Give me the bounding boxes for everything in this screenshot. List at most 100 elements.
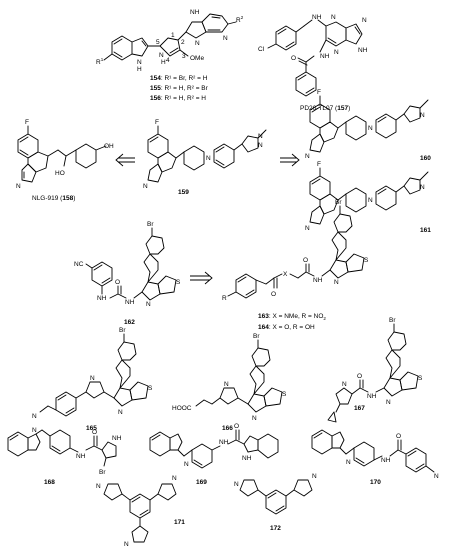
atom-O-167: O	[357, 373, 362, 380]
atom-NH-168: NH	[76, 453, 86, 460]
atom-NH-amide: NH	[320, 53, 330, 60]
arrow-158-159	[115, 153, 135, 167]
structure-163-164	[227, 205, 365, 299]
atom-N-purine-1: N	[331, 14, 336, 21]
ring-number-1: 1	[171, 32, 175, 39]
structure-168	[7, 429, 117, 467]
atom-N-165: N	[118, 409, 123, 416]
caption-163: 163: X = NMe, R = NO2	[258, 313, 326, 321]
atom-N-nitrile-165: N	[32, 413, 37, 420]
atom-N-methyl-159: N	[258, 133, 263, 140]
atom-Br-162: Br	[147, 221, 154, 228]
caption-157: PD26-TL07 (157)	[300, 105, 350, 112]
atom-NH-162b: NH	[125, 299, 135, 306]
atom-NH-indole: N	[137, 59, 142, 66]
atom-O-163a: O	[271, 291, 276, 298]
caption-162: 162	[124, 319, 135, 326]
caption-170: 170	[370, 479, 381, 486]
structure-172	[239, 479, 313, 515]
atom-S-167: S	[418, 375, 423, 382]
atom-N-pyrazole-159: N	[258, 142, 263, 149]
atom-NH-169: NH	[219, 439, 229, 446]
atom-Br-168: Br	[99, 469, 106, 476]
caption-167: 167	[354, 405, 365, 412]
atom-N-piperidine-159: N	[206, 155, 211, 162]
atom-N-160: N	[305, 153, 310, 160]
atom-OMe: OMe	[190, 55, 204, 62]
atom-Br-166: Br	[253, 333, 260, 340]
atom-N-168: N	[32, 427, 37, 434]
structure-160	[309, 95, 429, 153]
atom-N-triazole-167: N	[342, 381, 347, 388]
atom-N-159: N	[143, 183, 148, 190]
atom-N-172a: N	[234, 481, 239, 488]
atom-NH-purine-9: NH	[358, 47, 368, 54]
atom-N-triazole-165: N	[90, 375, 95, 382]
caption-154: 154: R¹ = Br, R² = H	[150, 75, 208, 82]
caption-158: NLG-919 (158)	[32, 195, 75, 202]
ring-number-4: 4	[166, 57, 170, 64]
atom-Cl: Cl	[258, 46, 265, 53]
atom-N-158: N	[16, 183, 21, 190]
atom-O-168: O	[92, 429, 97, 436]
structure-158	[17, 125, 107, 183]
atom-N-nitrile-170: N	[434, 473, 439, 480]
atom-N-172b: N	[312, 473, 317, 480]
structure-166	[195, 339, 283, 413]
atom-H-pyrrole: H	[161, 59, 166, 66]
ring-number-3: 3	[182, 53, 186, 60]
caption-156: 156: R¹ = H, R² = H	[150, 95, 206, 102]
arrow-162-163	[190, 271, 213, 285]
atom-NH-162a: NH	[97, 295, 107, 302]
atom-NH-170: NH	[381, 457, 391, 464]
structure-167	[327, 323, 419, 423]
structure-157	[267, 19, 363, 97]
atom-F-158: F	[25, 119, 29, 126]
atom-NH-indole-169: NH	[242, 455, 252, 462]
atom-N-pyrrole: N	[159, 52, 164, 59]
atom-O-162: O	[115, 279, 120, 286]
atom-OH-158: OH	[104, 143, 114, 150]
atom-N-161: N	[305, 225, 310, 232]
atom-NH-imidazole: NH	[190, 9, 200, 16]
atom-HOOC-166: HOOC	[172, 405, 192, 412]
atom-N-pyrazole-161: N	[420, 184, 425, 191]
atom-Br-163: Br	[335, 199, 342, 206]
caption-164: 164: X = O, R = OH	[258, 324, 315, 331]
atom-S-163: S	[364, 257, 369, 264]
atom-R2: R2	[236, 15, 244, 24]
atom-N-170: N	[346, 459, 351, 466]
atom-N-pyridine: N	[223, 35, 228, 42]
caption-169: 169	[196, 479, 207, 486]
atom-N-163: N	[334, 279, 339, 286]
structure-165	[39, 333, 149, 417]
atom-F-160: F	[317, 89, 321, 96]
atom-N-piperidine-161: N	[368, 197, 373, 204]
atom-F-161: F	[317, 161, 321, 168]
atom-O-amide: O	[291, 55, 296, 62]
atom-R1: R1	[96, 57, 104, 66]
caption-172: 172	[270, 525, 281, 532]
atom-N-purine-7: N	[362, 17, 367, 24]
arrow-159-160	[280, 153, 300, 167]
caption-165: 165	[86, 425, 97, 432]
atom-O-169: O	[234, 423, 239, 430]
caption-161: 161	[420, 227, 431, 234]
atom-S-165: S	[148, 385, 153, 392]
atom-O-170: O	[396, 433, 401, 440]
caption-160: 160	[420, 155, 431, 162]
atom-N-169: N	[184, 461, 189, 468]
caption-171: 171	[174, 519, 185, 526]
atom-N-purine-3: N	[334, 49, 339, 56]
structure-159	[147, 125, 267, 183]
atom-H-indole: H	[137, 66, 142, 73]
atom-HO-158: HO	[55, 170, 65, 177]
atom-N-pyrazole-160: N	[420, 112, 425, 119]
atom-NH-benzyl: NH	[312, 14, 322, 21]
atom-N-171c: N	[124, 541, 129, 548]
atom-N-piperidine-160: N	[368, 125, 373, 132]
structure-161	[309, 167, 429, 225]
caption-159: 159	[178, 189, 189, 196]
atom-Br-167: Br	[389, 317, 396, 324]
